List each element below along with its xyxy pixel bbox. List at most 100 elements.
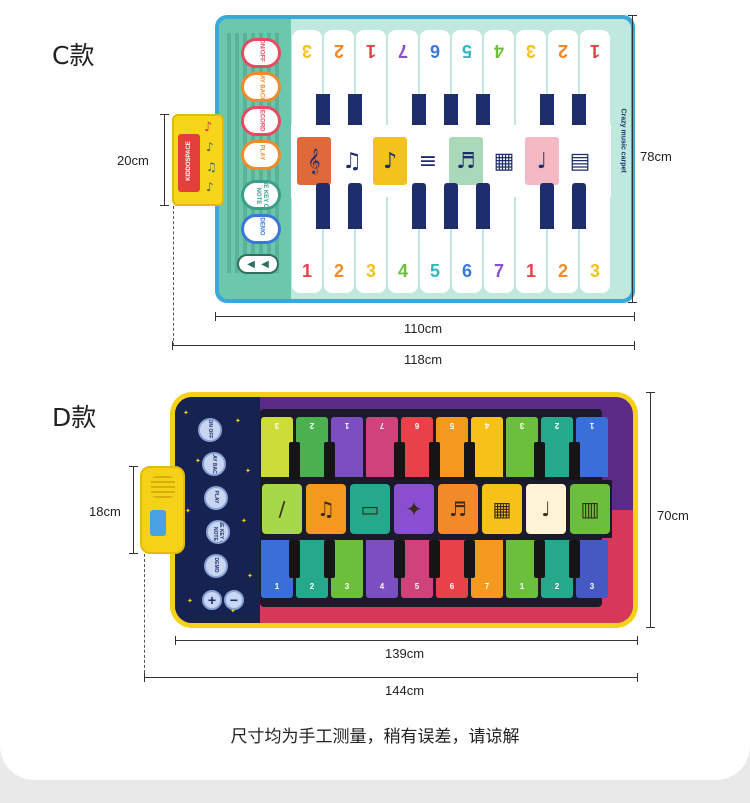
- black-key[interactable]: [569, 540, 580, 578]
- speaker-sticker: [150, 510, 166, 536]
- violin-icon: ♩: [525, 137, 559, 185]
- key-number: 2: [334, 41, 345, 61]
- variant-c-volume-button[interactable]: ◀ ◀: [237, 254, 279, 274]
- key-number: 6: [430, 41, 441, 61]
- piano-key[interactable]: 3: [331, 540, 363, 598]
- variant-d-total-width-line: [144, 677, 638, 678]
- black-key[interactable]: [412, 183, 426, 229]
- mat-button[interactable]: DEMO: [204, 554, 228, 578]
- key-number: 2: [333, 261, 344, 281]
- key-number: 3: [365, 261, 376, 281]
- piano-key[interactable]: 5: [436, 417, 468, 477]
- piano-key[interactable]: 2: [296, 540, 328, 598]
- mat-button[interactable]: ON/OFF: [241, 38, 281, 68]
- black-key[interactable]: [394, 442, 405, 482]
- black-key[interactable]: [429, 540, 440, 578]
- music-note-icon: ♫: [206, 160, 217, 174]
- mat-button[interactable]: ONE KEY ONE NOTE: [206, 520, 230, 544]
- piano-key[interactable]: 3: [506, 417, 538, 477]
- music-note-icon: ♪: [206, 180, 214, 194]
- key-number: 3: [519, 421, 525, 430]
- piano-key[interactable]: 1: [261, 540, 293, 598]
- piano-key[interactable]: 7: [471, 540, 503, 598]
- key-number: 3: [302, 41, 313, 61]
- piano-key[interactable]: 6: [401, 417, 433, 477]
- piano-key[interactable]: 4: [366, 540, 398, 598]
- black-key[interactable]: [289, 442, 300, 482]
- piano-key[interactable]: 4: [471, 417, 503, 477]
- key-number: 5: [449, 421, 455, 430]
- piano-key[interactable]: 1: [576, 417, 608, 477]
- mat-button[interactable]: ON OFF: [198, 418, 222, 442]
- key-number: 1: [366, 41, 377, 61]
- mat-button[interactable]: DEMO: [241, 214, 281, 244]
- variant-d-pad-height-label: 18cm: [89, 504, 121, 519]
- black-key[interactable]: [444, 183, 458, 229]
- key-number: 2: [554, 582, 560, 591]
- drum-icon: ✦: [394, 484, 434, 534]
- key-number: 1: [344, 421, 350, 430]
- variant-c-pad-height-line: [164, 114, 165, 206]
- black-key[interactable]: [540, 183, 554, 229]
- mat-button[interactable]: PLAY: [204, 486, 228, 510]
- key-number: 3: [344, 582, 350, 591]
- black-key[interactable]: [429, 442, 440, 482]
- variant-c-width-line: [215, 316, 635, 317]
- black-key[interactable]: [476, 183, 490, 229]
- black-key[interactable]: [534, 540, 545, 578]
- key-number: 6: [461, 261, 472, 281]
- piano-key[interactable]: 3: [576, 540, 608, 598]
- mat-button[interactable]: PLAY BACK: [202, 452, 226, 476]
- mat-button[interactable]: PLAY BACK: [241, 72, 281, 102]
- piano-key[interactable]: 2: [541, 417, 573, 477]
- key-number: 7: [379, 421, 385, 430]
- mat-button-label: ON/OFF: [258, 39, 265, 62]
- mat-button-label: ON OFF: [207, 419, 213, 439]
- piano-key[interactable]: 2: [296, 417, 328, 477]
- black-key[interactable]: [289, 540, 300, 578]
- trumpet-icon: ♬: [449, 137, 483, 185]
- black-key[interactable]: [324, 540, 335, 578]
- key-number: 1: [301, 261, 312, 281]
- volume-down-button[interactable]: −: [224, 590, 244, 610]
- xylophone-icon: ▥: [570, 484, 610, 534]
- piano-key[interactable]: 3: [261, 417, 293, 477]
- variant-d-total-width-label: 144cm: [385, 683, 425, 698]
- music-note-icon: ♪: [204, 120, 213, 135]
- piano-key[interactable]: 1: [331, 417, 363, 477]
- mat-button[interactable]: RECORD: [241, 106, 281, 136]
- mat-button[interactable]: PLAY: [241, 140, 281, 170]
- piano-key[interactable]: 1: [506, 540, 538, 598]
- black-key[interactable]: [324, 442, 335, 482]
- black-key[interactable]: [534, 442, 545, 482]
- star-icon: ✦: [247, 572, 253, 580]
- key-number: 7: [493, 261, 504, 281]
- key-number: 5: [429, 261, 440, 281]
- key-number: 5: [414, 582, 420, 591]
- star-icon: ✦: [245, 467, 251, 475]
- star-icon: ✦: [187, 597, 193, 605]
- volume-up-button[interactable]: +: [202, 590, 222, 610]
- key-number: 1: [274, 582, 280, 591]
- variant-c-width-label: 110cm: [404, 321, 443, 336]
- black-key[interactable]: [464, 540, 475, 578]
- black-key[interactable]: [394, 540, 405, 578]
- black-key[interactable]: [316, 183, 330, 229]
- piano-key[interactable]: 6: [436, 540, 468, 598]
- star-icon: ✦: [230, 607, 236, 615]
- black-key[interactable]: [569, 442, 580, 482]
- black-key[interactable]: [572, 183, 586, 229]
- variant-c-height-line: [632, 15, 633, 303]
- key-number: 1: [590, 41, 601, 61]
- black-key[interactable]: [348, 183, 362, 229]
- piano-key[interactable]: 7: [366, 417, 398, 477]
- piano-key[interactable]: 5: [401, 540, 433, 598]
- black-key[interactable]: [464, 442, 475, 482]
- key-number: 7: [398, 41, 409, 61]
- piano-key[interactable]: 4: [388, 197, 418, 293]
- mat-button[interactable]: ONE KEY ONE NOTE: [241, 180, 281, 210]
- piano-key[interactable]: 2: [541, 540, 573, 598]
- mat-button-label: RECORD: [258, 106, 265, 132]
